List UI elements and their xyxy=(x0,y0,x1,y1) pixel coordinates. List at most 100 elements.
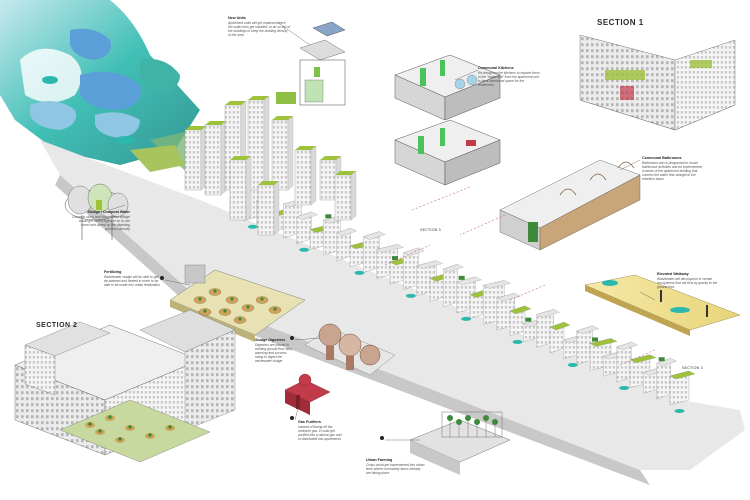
shrub xyxy=(148,433,152,437)
tower-roof xyxy=(295,146,316,150)
section-1-title: SECTION 1 xyxy=(597,18,644,27)
strip-water xyxy=(247,224,258,229)
shrub xyxy=(260,297,264,301)
section-3-lower-label: SECTION 3 xyxy=(682,366,703,370)
number-marker-icon xyxy=(160,276,384,440)
farm-plant xyxy=(483,415,489,421)
shrub xyxy=(98,429,102,433)
tower-roof xyxy=(230,156,251,160)
strip-roof xyxy=(616,341,638,351)
urban-block-strip xyxy=(40,140,745,485)
strip-roof xyxy=(656,358,677,367)
strip-planter xyxy=(658,357,665,362)
tower-side xyxy=(220,120,227,196)
sludge-digesters xyxy=(304,323,396,376)
elevated-walkway xyxy=(584,274,741,336)
strip-water xyxy=(674,409,685,413)
tower xyxy=(204,124,222,196)
strip-roof xyxy=(296,211,318,220)
tower xyxy=(334,174,352,221)
strip-roof xyxy=(536,309,560,318)
farm-plant xyxy=(492,419,498,425)
tower xyxy=(294,149,312,206)
shrub xyxy=(198,297,202,301)
section-2-building xyxy=(14,309,236,463)
tower-roof xyxy=(205,121,226,125)
shrub xyxy=(238,317,242,321)
tower xyxy=(257,184,275,236)
strip-roof xyxy=(509,305,532,315)
water-landscape xyxy=(0,0,235,175)
tower-side xyxy=(263,95,270,191)
strip-roof xyxy=(549,322,571,331)
strip-planter xyxy=(592,337,598,342)
shrub xyxy=(213,289,217,293)
tower-side xyxy=(310,145,317,206)
strip-planter xyxy=(325,214,332,219)
section-2-title: SECTION 2 xyxy=(36,322,78,329)
strip-water xyxy=(512,339,523,344)
tower-side xyxy=(350,170,357,221)
shrub xyxy=(223,309,227,313)
shrub xyxy=(128,425,132,429)
tower-roof xyxy=(185,126,206,130)
tower-roof xyxy=(320,156,341,160)
strip-water xyxy=(619,385,630,390)
shrub xyxy=(118,437,122,441)
tower-roof xyxy=(225,101,246,105)
tower xyxy=(271,119,289,191)
tower xyxy=(229,159,247,221)
strip-planter xyxy=(458,275,465,280)
tower-roof xyxy=(248,96,269,100)
section-cut-lines xyxy=(384,186,656,366)
shrub xyxy=(230,297,234,301)
farm-plant xyxy=(447,415,453,421)
shrub xyxy=(273,307,277,311)
strip-roof xyxy=(629,354,657,363)
sludge-compost-pods xyxy=(64,183,129,240)
strip-roof xyxy=(496,293,521,302)
farm-plant xyxy=(456,419,462,425)
tower xyxy=(184,129,202,191)
tower-roof xyxy=(335,171,356,175)
communal-kitchen-diagram xyxy=(394,54,501,186)
new-units-module xyxy=(276,21,346,106)
strip-roof xyxy=(483,280,511,289)
farm-plant xyxy=(465,415,471,421)
strip-roof xyxy=(576,325,599,334)
strip-roof xyxy=(589,338,618,347)
shrub xyxy=(246,305,250,309)
strip-roof xyxy=(669,370,696,380)
shrub xyxy=(203,309,207,313)
strip-roof xyxy=(363,231,386,240)
shrub xyxy=(168,425,172,429)
note-leader-lines xyxy=(109,21,656,441)
strip-water xyxy=(461,316,472,321)
strip-roof xyxy=(376,244,404,253)
tower xyxy=(319,159,337,201)
strip-planter xyxy=(525,317,532,322)
tower-side xyxy=(273,180,280,236)
strip-roof xyxy=(456,276,482,285)
strip-roof xyxy=(416,260,443,269)
gas-purifiers xyxy=(284,373,331,415)
urban-farming-module xyxy=(409,411,511,475)
strip-roof xyxy=(336,227,357,237)
strip-water xyxy=(354,270,365,275)
strip-planter xyxy=(392,256,398,261)
strip-water xyxy=(299,247,310,252)
tower-roof xyxy=(258,181,279,185)
tower-side xyxy=(245,155,252,221)
strip-water xyxy=(567,362,578,367)
tower-side xyxy=(287,115,294,191)
